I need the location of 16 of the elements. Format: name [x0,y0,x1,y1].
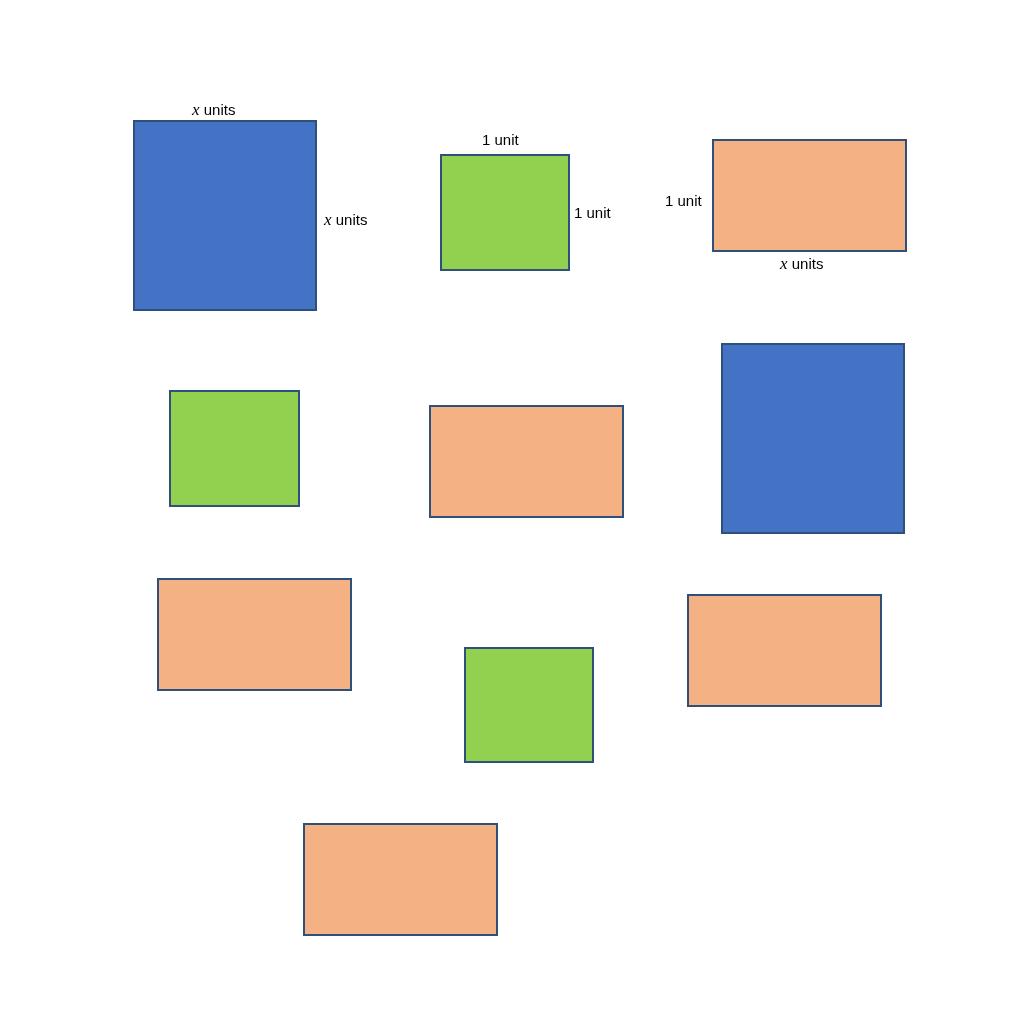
dimension-label: x units [324,211,368,229]
algebra-tile [721,343,905,534]
dimension-label: 1 unit [574,204,611,222]
algebra-tile [303,823,498,936]
dimension-label: x units [780,255,824,273]
dimension-label: 1 unit [482,131,519,149]
algebra-tile [440,154,570,271]
dimension-label: x units [192,101,236,119]
algebra-tile [133,120,317,311]
algebra-tile [464,647,594,763]
algebra-tile [169,390,300,507]
algebra-tile [712,139,907,252]
algebra-tile [687,594,882,707]
dimension-label: 1 unit [665,192,702,210]
algebra-tile [157,578,352,691]
algebra-tile [429,405,624,518]
